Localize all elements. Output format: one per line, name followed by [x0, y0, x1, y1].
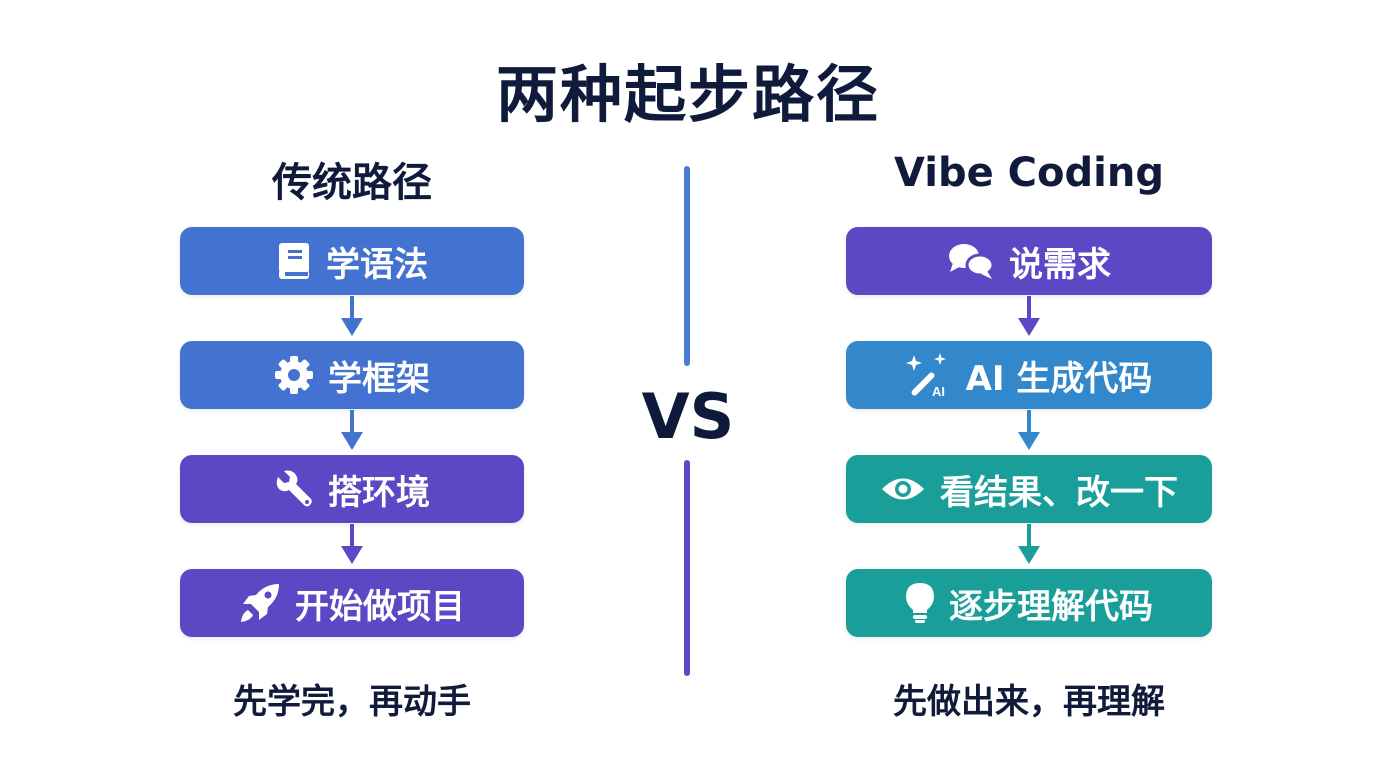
page-title: 两种起步路径	[495, 58, 880, 131]
right-step-3: 看结果、改一下	[846, 455, 1212, 523]
arrow-down-icon	[341, 410, 363, 450]
lightbulb-icon	[905, 582, 935, 624]
left-heading: 传统路径	[272, 160, 432, 206]
divider-bottom	[684, 460, 690, 676]
right-step-1: 说需求	[846, 227, 1212, 295]
book-icon	[276, 242, 312, 280]
right-heading: Vibe Coding	[894, 150, 1164, 196]
vs-label: VS	[641, 380, 735, 453]
right-step-2: AI AI 生成代码	[846, 341, 1212, 409]
left-step-4: 开始做项目	[180, 569, 524, 637]
right-footer: 先做出来，再理解	[893, 682, 1165, 722]
left-footer: 先学完，再动手	[233, 682, 471, 722]
left-step-1: 学语法	[180, 227, 524, 295]
right-step-4: 逐步理解代码	[846, 569, 1212, 637]
step-label: AI 生成代码	[965, 358, 1153, 399]
svg-text:AI: AI	[932, 384, 945, 397]
arrow-down-icon	[1018, 410, 1040, 450]
step-label: 逐步理解代码	[949, 586, 1153, 627]
left-step-3: 搭环境	[180, 455, 524, 523]
wrench-icon	[274, 469, 314, 509]
arrow-down-icon	[1018, 296, 1040, 336]
step-label: 看结果、改一下	[940, 472, 1178, 513]
step-label: 学语法	[326, 244, 428, 285]
left-step-2: 学框架	[180, 341, 524, 409]
step-label: 学框架	[328, 358, 430, 399]
rocket-icon	[239, 582, 281, 624]
divider-top	[684, 166, 690, 366]
arrow-down-icon	[341, 296, 363, 336]
arrow-down-icon	[341, 524, 363, 564]
step-label: 搭环境	[328, 472, 430, 513]
chat-bubbles-icon	[947, 241, 995, 281]
ai-magic-wand-icon: AI	[905, 353, 952, 397]
gear-icon	[274, 355, 314, 395]
arrow-down-icon	[1018, 524, 1040, 564]
eye-icon	[880, 474, 926, 504]
step-label: 开始做项目	[295, 586, 465, 627]
step-label: 说需求	[1009, 244, 1111, 285]
